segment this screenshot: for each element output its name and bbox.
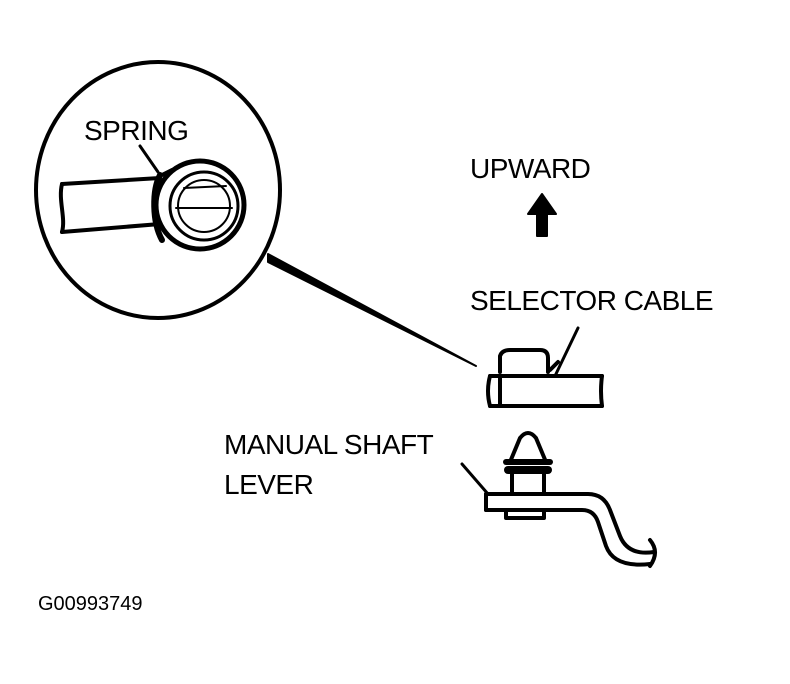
manual-shaft-lever-label-line1: MANUAL SHAFT <box>224 429 434 460</box>
detail-cable <box>58 176 162 234</box>
figure-code: G00993749 <box>38 593 143 615</box>
upward-label: UPWARD <box>470 153 591 184</box>
detail-spring-clip <box>151 158 247 252</box>
spring-leader-line <box>138 144 160 174</box>
selector-cable-end <box>486 326 604 408</box>
magnifier-connector <box>267 253 477 367</box>
manual-shaft-lever-leader-line <box>460 462 490 496</box>
spring-label: SPRING <box>84 115 189 146</box>
manual-shaft-lever-label-line2: LEVER <box>224 469 314 500</box>
selector-cable-leader-line <box>553 326 580 378</box>
up-arrow-icon <box>527 193 557 237</box>
selector-cable-label: SELECTOR CABLE <box>470 285 714 316</box>
detail-magnifier <box>34 60 282 320</box>
manual-shaft-lever <box>460 431 657 568</box>
detail-circle <box>34 60 282 320</box>
